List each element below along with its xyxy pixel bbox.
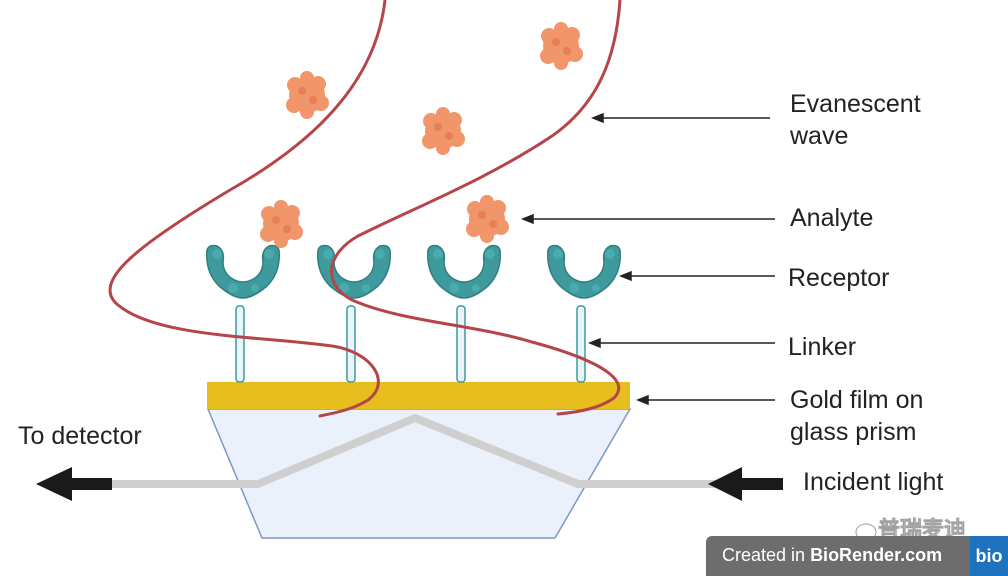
analyte-4 (260, 200, 303, 248)
label-evanescent-2: wave (789, 122, 848, 150)
incident-arrow (708, 467, 783, 501)
glass-prism (206, 408, 632, 539)
linker-1 (235, 305, 245, 383)
label-analyte: Analyte (790, 204, 873, 232)
analyte-3 (422, 107, 465, 155)
pointer-lines (520, 112, 775, 406)
label-receptor: Receptor (788, 264, 889, 292)
created-in-text: Created in BioRender.com (722, 545, 943, 565)
analyte-2 (540, 22, 583, 70)
evanescent-waves (108, 0, 622, 418)
biorender-badge[interactable]: Created in BioRender.com bio (706, 536, 1008, 576)
detector-arrow (36, 467, 112, 501)
receptor-1 (206, 244, 280, 299)
analyte-1 (286, 71, 329, 119)
receptors (206, 244, 621, 299)
label-linker: Linker (788, 333, 856, 361)
label-evanescent-1: Evanescent (790, 90, 921, 118)
wave-right (330, 0, 622, 416)
receptor-4 (547, 244, 621, 299)
receptor-2 (317, 244, 391, 299)
linker-4 (576, 305, 586, 383)
label-gold-2: glass prism (790, 418, 916, 446)
light-beam (110, 414, 715, 488)
linkers (235, 305, 586, 383)
biorender-logo: bio (970, 536, 1008, 576)
analyte-5 (466, 195, 509, 243)
gold-film (207, 382, 630, 409)
receptor-3 (427, 244, 501, 299)
label-detector: To detector (18, 422, 142, 450)
wave-left (108, 0, 387, 418)
linker-2 (346, 305, 356, 383)
label-gold-1: Gold film on (790, 386, 923, 414)
label-incident: Incident light (803, 468, 943, 496)
linker-3 (456, 305, 466, 383)
